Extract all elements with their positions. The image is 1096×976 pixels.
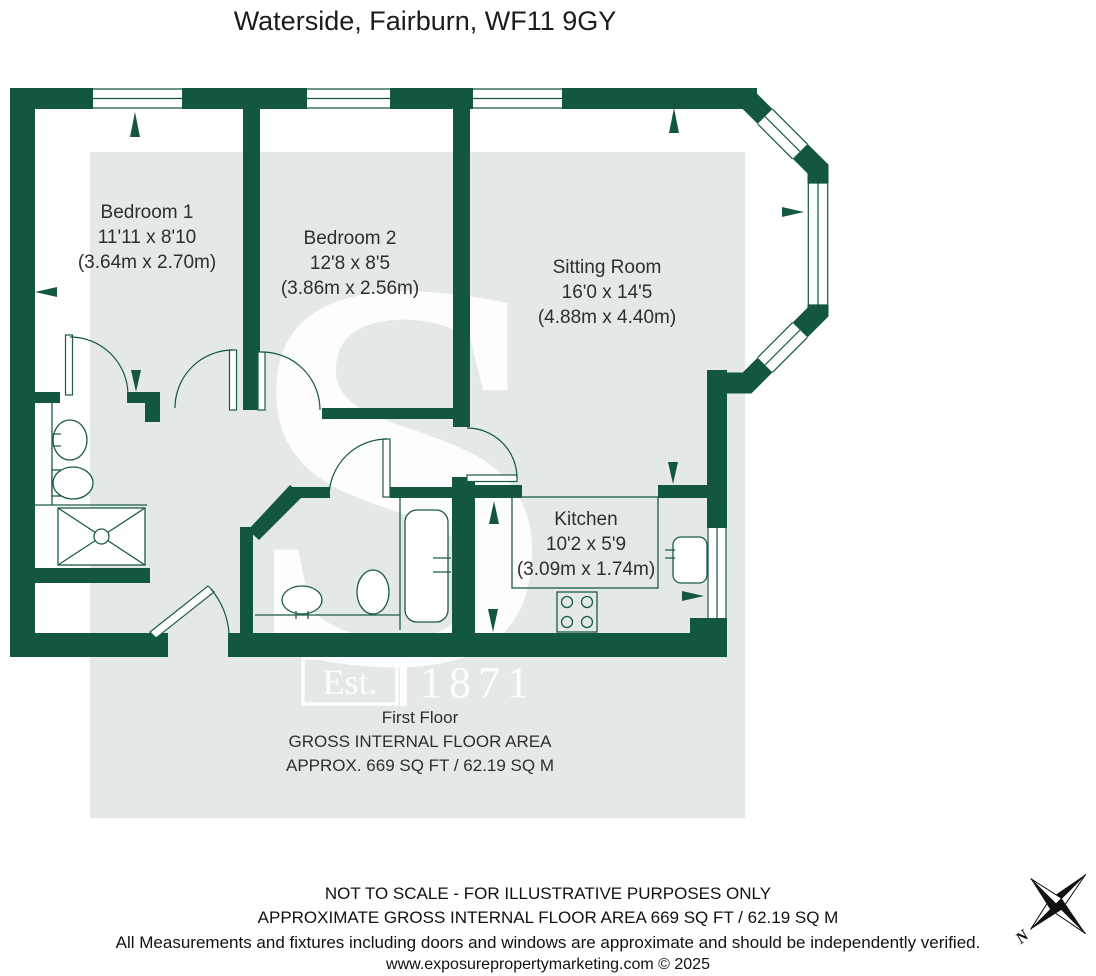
wall-wc-bottom bbox=[32, 568, 150, 583]
door-bedroom2 bbox=[257, 351, 321, 411]
kitchen-sink bbox=[672, 536, 708, 584]
bath-tub bbox=[404, 509, 449, 623]
wall-kitchen-top-a bbox=[475, 485, 522, 498]
disclaimer-not-to-scale: NOT TO SCALE - FOR ILLUSTRATIVE PURPOSES… bbox=[324, 884, 772, 903]
room-label-bedroom2: Bedroom 2 12'8 x 8'5 (3.86m x 2.56m) bbox=[281, 226, 419, 301]
watermark-est-box bbox=[301, 656, 399, 706]
wall-bath-top-a bbox=[292, 487, 330, 498]
wall-hall-top bbox=[322, 408, 453, 419]
kitchen-units bbox=[511, 496, 708, 633]
compass-icon: N bbox=[1012, 873, 1087, 948]
door-bathroom bbox=[328, 438, 391, 498]
wc-basin bbox=[52, 419, 88, 461]
wall-top-3 bbox=[390, 88, 473, 109]
watermark-tint-square bbox=[90, 152, 745, 818]
fixtures bbox=[35, 402, 708, 633]
marker-up-icon bbox=[130, 112, 140, 137]
marker-down-icon bbox=[488, 609, 498, 632]
wall-bed1-bottom-b bbox=[127, 392, 160, 403]
room-name: Bedroom 1 bbox=[100, 202, 194, 223]
floor-area-label: GROSS INTERNAL FLOOR AREA bbox=[288, 732, 552, 751]
disclaimer-measurements: All Measurements and fixtures including … bbox=[115, 933, 981, 952]
marker-down-icon bbox=[131, 370, 141, 392]
window-sitting-top bbox=[473, 88, 562, 109]
kitchen-counter bbox=[511, 496, 659, 589]
room-size-metric: (4.88m x 4.40m) bbox=[537, 307, 677, 328]
room-name: Kitchen bbox=[554, 509, 618, 530]
floor-area-value: APPROX. 669 SQ FT / 62.19 SQ M bbox=[285, 756, 555, 775]
wall-top-1 bbox=[35, 88, 93, 109]
room-label-kitchen: Kitchen 10'2 x 5'9 (3.09m x 1.74m) bbox=[517, 507, 655, 582]
bathroom-suite bbox=[255, 498, 451, 630]
room-size-imperial: 16'0 x 14'5 bbox=[561, 282, 653, 303]
marker-right-icon bbox=[782, 207, 804, 217]
door-bedroom1 bbox=[64, 334, 129, 396]
page-title: Waterside, Fairburn, WF11 9GY bbox=[233, 6, 617, 36]
door-inner-hall bbox=[174, 349, 238, 411]
watermark-divider-bar bbox=[400, 656, 407, 706]
window-bed2 bbox=[307, 88, 390, 109]
wc-suite bbox=[35, 402, 147, 566]
door-sitting-room bbox=[466, 427, 518, 483]
marketing-url: www.exposurepropertymarketing.com © 2025 bbox=[386, 956, 710, 973]
bathroom-basin bbox=[281, 585, 323, 615]
door-entrance bbox=[149, 585, 230, 639]
room-name: Bedroom 2 bbox=[303, 228, 397, 249]
wall-bed1-bottom-a bbox=[35, 392, 60, 403]
watermark: S Est. 1871 bbox=[90, 152, 745, 818]
bathroom-toilet bbox=[356, 569, 390, 615]
wall-bed2-sitting bbox=[453, 109, 470, 427]
watermark-est-label: Est. bbox=[322, 662, 377, 702]
marker-down-icon bbox=[668, 462, 678, 484]
marker-up-icon bbox=[669, 108, 679, 133]
room-label-bedroom1: Bedroom 1 11'11 x 8'10 (3.64m x 2.70m) bbox=[78, 200, 216, 275]
wall-bath-kitchen bbox=[452, 477, 475, 637]
watermark-year: 1871 bbox=[420, 658, 536, 707]
shower-tray bbox=[57, 507, 146, 566]
wall-bath-top-b bbox=[390, 487, 455, 498]
room-size-metric: (3.64m x 2.70m) bbox=[77, 252, 217, 273]
window-bay-upper bbox=[757, 108, 808, 160]
wall-bottom-right bbox=[228, 633, 727, 657]
marker-left-icon bbox=[35, 287, 57, 297]
room-size-imperial: 10'2 x 5'9 bbox=[545, 534, 627, 555]
window-bay-middle bbox=[807, 182, 829, 306]
opening-markers bbox=[35, 108, 804, 632]
room-size-imperial: 11'11 x 8'10 bbox=[97, 227, 197, 248]
wall-top-4 bbox=[562, 88, 757, 109]
window-bed1 bbox=[93, 88, 182, 109]
wc-toilet bbox=[52, 466, 94, 500]
wall-top-2 bbox=[182, 88, 307, 109]
room-size-imperial: 12'8 x 8'5 bbox=[309, 253, 391, 274]
wall-bath-left bbox=[240, 527, 253, 637]
floor-name: First Floor bbox=[381, 708, 459, 727]
room-name: Sitting Room bbox=[552, 257, 662, 278]
room-label-sitting-room: Sitting Room 16'0 x 14'5 (4.88m x 4.40m) bbox=[538, 255, 676, 330]
disclaimer-area: APPROXIMATE GROSS INTERNAL FLOOR AREA 66… bbox=[257, 908, 839, 927]
wall-bath-diagonal bbox=[248, 485, 303, 540]
floor-summary: First Floor GROSS INTERNAL FLOOR AREA AP… bbox=[286, 706, 554, 778]
doors bbox=[64, 334, 518, 639]
wall-bed1-bottom-c bbox=[145, 392, 160, 422]
room-size-metric: (3.09m x 1.74m) bbox=[516, 559, 656, 580]
marker-up-icon bbox=[489, 501, 499, 524]
room-size-metric: (3.86m x 2.56m) bbox=[280, 278, 420, 299]
wall-left bbox=[10, 88, 35, 657]
wall-bottom-left bbox=[10, 633, 168, 657]
window-kitchen bbox=[707, 528, 727, 618]
window-bay-lower bbox=[757, 322, 808, 373]
wall-kitchen-top-b bbox=[658, 485, 707, 498]
kitchen-hob bbox=[556, 591, 598, 633]
wall-kitchen-right bbox=[707, 370, 727, 528]
windows bbox=[93, 88, 829, 618]
marker-right-icon bbox=[682, 591, 704, 601]
wall-bed1-bed2 bbox=[243, 109, 260, 410]
